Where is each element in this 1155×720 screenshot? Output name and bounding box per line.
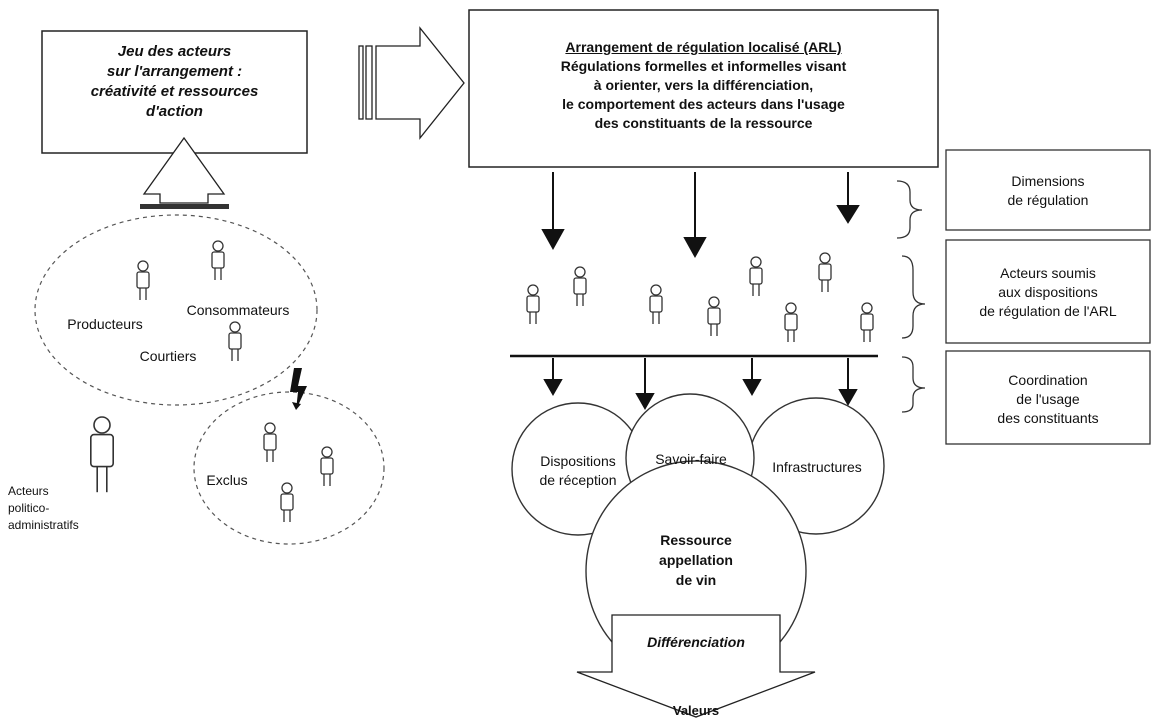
politico-label: Acteurs politico- administratifs bbox=[8, 483, 128, 534]
actors-box-line3: créativité et ressources bbox=[90, 83, 259, 100]
person-icon bbox=[280, 482, 294, 523]
differenciation-label: Différenciation bbox=[647, 634, 745, 650]
dimensions-line1: Dimensions bbox=[1011, 173, 1085, 189]
person-icon bbox=[749, 256, 763, 297]
coordination-line3: des constituants bbox=[997, 410, 1099, 426]
acteurs-line1: Acteurs soumis bbox=[1000, 265, 1096, 281]
producteurs-label: Producteurs bbox=[67, 316, 143, 332]
acteurs-label: Acteurs soumis aux dispositions de régul… bbox=[946, 264, 1150, 321]
arl-box bbox=[468, 9, 939, 168]
person-icon bbox=[784, 302, 798, 343]
right-braces bbox=[896, 180, 926, 413]
up-arrow bbox=[140, 136, 229, 209]
politico-line1: Acteurs bbox=[8, 484, 49, 498]
differenciation-arrow bbox=[576, 614, 816, 718]
excluded-group-ellipse bbox=[193, 391, 385, 545]
arl-line3: le comportement des acteurs dans l'usage bbox=[562, 96, 845, 112]
coordination-line2: de l'usage bbox=[1016, 391, 1080, 407]
actors-box-line2: sur l'arrangement : bbox=[106, 63, 243, 80]
coordination-box bbox=[945, 350, 1151, 445]
actors-box bbox=[41, 30, 308, 154]
person-icon bbox=[228, 321, 242, 362]
person-icon bbox=[649, 284, 663, 325]
acteurs-box bbox=[945, 239, 1151, 344]
dimensions-box bbox=[945, 149, 1151, 231]
arl-line2: à orienter, vers la différenciation, bbox=[593, 77, 814, 93]
arl-line4: des constituants de la ressource bbox=[594, 115, 813, 131]
person-icon bbox=[263, 422, 277, 463]
valeurs-label: Valeurs bbox=[672, 703, 720, 718]
coordination-label: Coordination de l'usage des constituants bbox=[946, 371, 1150, 428]
ressource-line1: Ressource bbox=[660, 532, 732, 548]
dimensions-label: Dimensions de régulation bbox=[946, 172, 1150, 210]
actors-box-line4: d'action bbox=[146, 103, 203, 120]
dispositions-label: Dispositions de réception bbox=[512, 452, 644, 490]
exclus-label: Exclus bbox=[206, 472, 248, 488]
politico-line3: administratifs bbox=[8, 518, 79, 532]
lightning-icon bbox=[290, 368, 307, 410]
actors-box-text: Jeu des acteurs sur l'arrangement : créa… bbox=[42, 42, 307, 122]
ressource-line2: appellation bbox=[659, 552, 733, 568]
person-icon bbox=[707, 296, 721, 337]
regulation-arrows bbox=[541, 172, 860, 259]
person-icon bbox=[211, 240, 225, 281]
dispositions-line1: Dispositions bbox=[540, 453, 616, 469]
coordination-arrows bbox=[543, 358, 858, 411]
person-icon bbox=[573, 266, 587, 307]
person-icon bbox=[526, 284, 540, 325]
coordination-line1: Coordination bbox=[1008, 372, 1088, 388]
ressource-line3: de vin bbox=[675, 572, 717, 588]
person-icon bbox=[860, 302, 874, 343]
acteurs-line2: aux dispositions bbox=[998, 284, 1098, 300]
ressource-label: Ressource appellation de vin bbox=[620, 530, 772, 590]
person-icon bbox=[818, 252, 832, 293]
person-icon bbox=[320, 446, 334, 487]
courtiers-label: Courtiers bbox=[139, 348, 197, 364]
dimensions-line2: de régulation bbox=[1007, 192, 1089, 208]
arl-line1: Régulations formelles et informelles vis… bbox=[560, 58, 847, 74]
consommateurs-label: Consommateurs bbox=[186, 302, 290, 318]
actors-group-ellipse bbox=[34, 214, 318, 406]
political-actor-icon bbox=[89, 416, 115, 493]
actors-box-line1: Jeu des acteurs bbox=[117, 43, 232, 60]
politico-line2: politico- bbox=[8, 501, 50, 515]
dispositions-line2: de réception bbox=[539, 472, 617, 488]
arl-box-text: Arrangement de régulation localisé (ARL)… bbox=[469, 38, 938, 133]
savoir-faire-label: Savoir-faire bbox=[655, 451, 727, 467]
big-right-arrow bbox=[358, 26, 465, 140]
infrastructures-label: Infrastructures bbox=[772, 459, 862, 475]
person-icon bbox=[136, 260, 150, 301]
acteurs-line3: de régulation de l'ARL bbox=[979, 303, 1117, 319]
arl-title: Arrangement de régulation localisé (ARL) bbox=[565, 39, 842, 55]
